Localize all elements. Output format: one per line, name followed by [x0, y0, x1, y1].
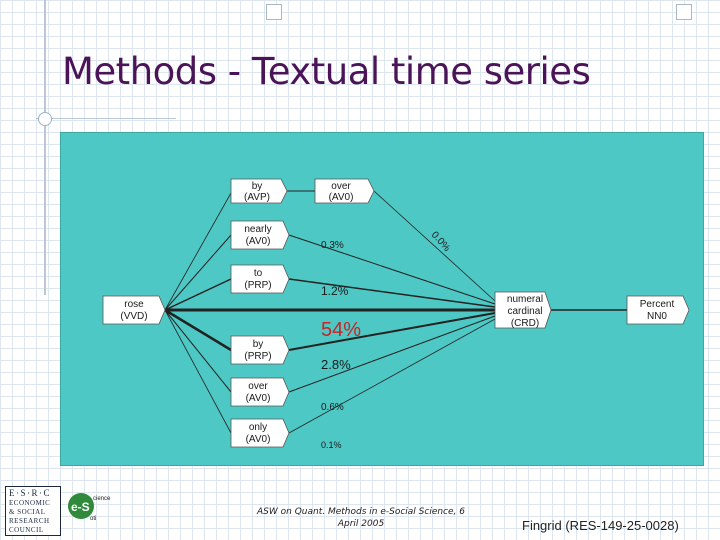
pct-to-path: 1.2% [321, 284, 349, 298]
label-numeral-1: numeral [507, 294, 543, 305]
label-percent-2: NN0 [647, 311, 667, 322]
edge-only-numeral [288, 318, 496, 434]
node-to [230, 264, 290, 294]
esrc-logo-line: RESEARCH [9, 516, 50, 525]
label-by-prp-2: (PRP) [244, 351, 271, 362]
diagram-panel: rose (VVD) by (AVP) over (AV0) nearly (A… [60, 132, 704, 466]
edge-over-av0-numeral [288, 315, 496, 393]
decor-square [676, 4, 692, 20]
label-numeral-2: cardinal [507, 306, 542, 317]
label-only-1: only [249, 422, 267, 433]
pct-over-path: 0.0% [429, 230, 452, 254]
node-over-av0 [230, 377, 290, 407]
label-over-1: over [248, 381, 268, 392]
pct-by-prp-path: 2.8% [321, 357, 351, 372]
escience-logo-mark: e-S [71, 500, 90, 514]
edge-over-numeral [373, 190, 496, 302]
label-to-2: (PRP) [244, 280, 271, 291]
pct-over-av0-path: 0.6% [321, 402, 344, 413]
node-over-av0-top [314, 178, 375, 204]
diagram-edges [164, 190, 627, 434]
edge-rose-over [164, 309, 232, 393]
edge-nearly-numeral [288, 234, 496, 305]
diagram-nodes [102, 178, 690, 448]
node-rose [102, 295, 166, 325]
edge-rose-only [164, 309, 232, 434]
footer-grant: Fingrid (RES-149-25-0028) [522, 518, 679, 533]
label-over-top-2: (AV0) [329, 192, 354, 203]
pct-only-path: 0.1% [321, 440, 342, 450]
pct-direct-path: 54% [321, 319, 361, 341]
label-rose-2: (VVD) [120, 311, 147, 322]
node-by-avp [230, 178, 288, 204]
edge-rose-by-prp [164, 308, 232, 352]
label-numeral-3: (CRD) [511, 318, 539, 329]
label-by-avp-1: by [252, 181, 263, 192]
label-by-avp-2: (AVP) [244, 192, 270, 203]
label-over-2: (AV0) [246, 393, 271, 404]
decor-square [266, 4, 282, 20]
label-nearly-1: nearly [244, 224, 271, 235]
escience-logo-top: cience [93, 496, 111, 502]
esrc-logo-line: COUNCIL [9, 525, 44, 534]
tag-path-diagram: rose (VVD) by (AVP) over (AV0) nearly (A… [102, 178, 690, 450]
footer-event-line1: ASW on Quant. Methods in e-Social Scienc… [257, 507, 465, 517]
node-nearly [230, 220, 290, 250]
footer-event-line2: April 2005 [337, 519, 385, 529]
esrc-logo-line: ECONOMIC [9, 498, 51, 507]
decor-vertical-line [44, 0, 46, 295]
node-by-prp [230, 335, 290, 365]
escience-logo: e-S cience oti [68, 493, 111, 522]
edge-rose-to [164, 278, 232, 311]
decor-horizontal-line [36, 118, 176, 119]
footer-event: ASW on Quant. Methods in e-Social Scienc… [232, 506, 490, 530]
edge-to-numeral [288, 278, 496, 308]
pct-nearly-path: 0.3% [321, 240, 344, 251]
esrc-logo-line: & SOCIAL [9, 507, 46, 516]
edge-rose-nearly [164, 234, 232, 311]
escience-logo-sub: oti [90, 516, 96, 522]
label-only-2: (AV0) [246, 434, 271, 445]
edge-by-prp-numeral [288, 312, 496, 351]
label-to-1: to [254, 268, 263, 279]
slide-title: Methods - Textual time series [62, 50, 591, 93]
edge-rose-by-avp [164, 192, 232, 311]
esrc-logo-mark: E·S·R·C [9, 487, 51, 498]
label-rose-1: rose [124, 299, 144, 310]
escience-logo-circle [68, 493, 94, 519]
node-numeral [494, 291, 552, 329]
label-nearly-2: (AV0) [246, 236, 271, 247]
node-percent [626, 295, 690, 325]
node-only [230, 418, 290, 448]
decor-circle [38, 112, 52, 126]
label-percent-1: Percent [640, 299, 675, 310]
label-over-top-1: over [331, 181, 351, 192]
label-by-prp-1: by [253, 339, 264, 350]
esrc-logo: E·S·R·C ECONOMIC & SOCIAL RESEARCH COUNC… [5, 486, 61, 536]
node-labels: rose (VVD) by (AVP) over (AV0) nearly (A… [120, 181, 674, 445]
